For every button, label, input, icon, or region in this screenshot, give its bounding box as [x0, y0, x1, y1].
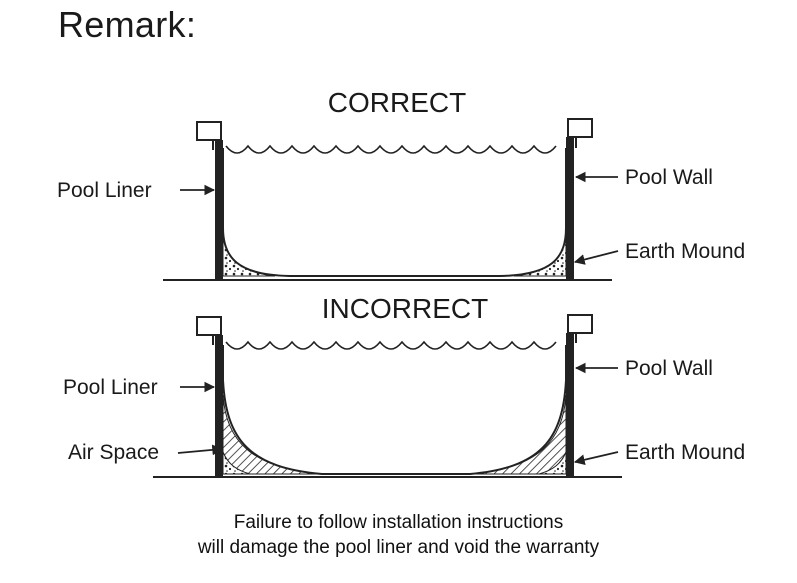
- warning-line-1: Failure to follow installation instructi…: [233, 512, 564, 533]
- correct-pool-liner-label: Pool Liner: [57, 179, 152, 202]
- incorrect-earth-mound-left: [222, 451, 251, 475]
- warning-line-2: will damage the pool liner and void the …: [197, 537, 600, 558]
- correct-left-wall: [196, 121, 223, 280]
- incorrect-air-space-label: Air Space: [68, 441, 159, 464]
- correct-earth-mound-pointer: [573, 250, 619, 265]
- incorrect-earth-mound-right: [538, 451, 567, 475]
- incorrect-title: INCORRECT: [322, 293, 488, 324]
- incorrect-pool-wall-label: Pool Wall: [625, 357, 713, 380]
- page-heading: Remark:: [58, 4, 197, 45]
- incorrect-water-surface: [225, 340, 557, 350]
- correct-pool-wall-label: Pool Wall: [625, 166, 713, 189]
- correct-pool-liner: [222, 148, 567, 277]
- incorrect-diagram: INCORRECT Pool Liner Air Space P: [63, 293, 745, 478]
- incorrect-earth-mound-pointer: [573, 451, 619, 466]
- incorrect-pool-liner: [222, 345, 567, 475]
- correct-diagram: CORRECT Pool Liner Pool Wall Earth Mound: [57, 87, 745, 281]
- correct-right-wall: [566, 118, 593, 280]
- incorrect-left-wall: [196, 316, 223, 477]
- correct-title: CORRECT: [328, 87, 466, 118]
- incorrect-air-space-pointer: [177, 444, 224, 456]
- incorrect-right-wall: [566, 314, 593, 477]
- incorrect-pool-liner-label: Pool Liner: [63, 376, 158, 399]
- correct-earth-mound-label: Earth Mound: [625, 240, 745, 263]
- warning-note: Failure to follow installation instructi…: [0, 510, 797, 560]
- incorrect-earth-mound-label: Earth Mound: [625, 441, 745, 464]
- correct-water-surface: [225, 144, 557, 154]
